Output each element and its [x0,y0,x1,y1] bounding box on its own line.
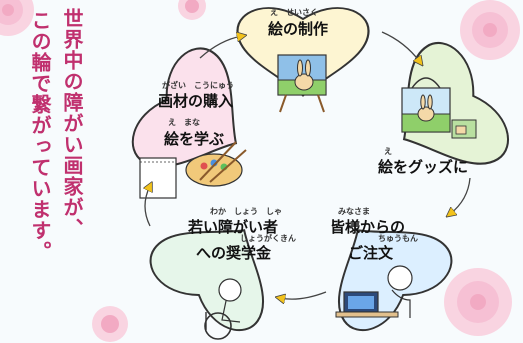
step-painting-label: 絵の制作 [268,20,329,38]
arrow-scholarship-to-materials [145,186,150,227]
step-goods-ruby: え [384,147,392,156]
step-materials-label-line-1: 画材の購入 [158,92,234,110]
rose-decoration-top-center [178,0,206,20]
step-scholarship-label-line-2: への奨学金 [196,244,272,262]
step-orders-label-line-1: 皆様からの [330,218,406,236]
rose-decoration-bottom-right [444,268,512,336]
rose-decoration-top-left [0,0,34,36]
step-materials-ruby-2: え まな [168,118,200,127]
step-scholarship-label-line-1: 若い障がい者 [188,218,279,236]
arrow-orders-to-scholarship [280,291,327,299]
heart-orders [305,193,463,342]
arrow-materials-to-painting [199,36,242,59]
step-orders-ruby-1: みなさま [338,207,370,216]
step-scholarship-ruby-1: わか しょう しゃ [210,207,282,216]
arrow-painting-to-goods [381,31,420,62]
step-materials-ruby-1: がざい こうにゅう [162,81,234,90]
step-goods-label: 絵をグッズに [378,158,469,176]
step-orders-label-line-2: ご注文 [348,244,394,262]
heart-painting [236,6,370,113]
heart-scholarship [139,193,297,342]
step-orders-ruby-2: ちゅうもん [378,234,418,243]
heart-materials [121,37,272,200]
arrow-goods-to-orders [450,177,471,214]
side-text-line-2: この輪で繋がっています。 [28,10,52,262]
step-painting-ruby: え せいさく [270,8,318,17]
step-materials-label-line-2: 絵を学ぶ [164,130,225,148]
side-text-line-1: 世界中の障がい画家が、 [60,8,84,239]
heart-goods [367,32,520,197]
rose-decoration-bottom-left [92,306,128,342]
rose-decoration-top-right [460,0,520,60]
step-scholarship-ruby-2: しょうがくきん [240,234,296,243]
